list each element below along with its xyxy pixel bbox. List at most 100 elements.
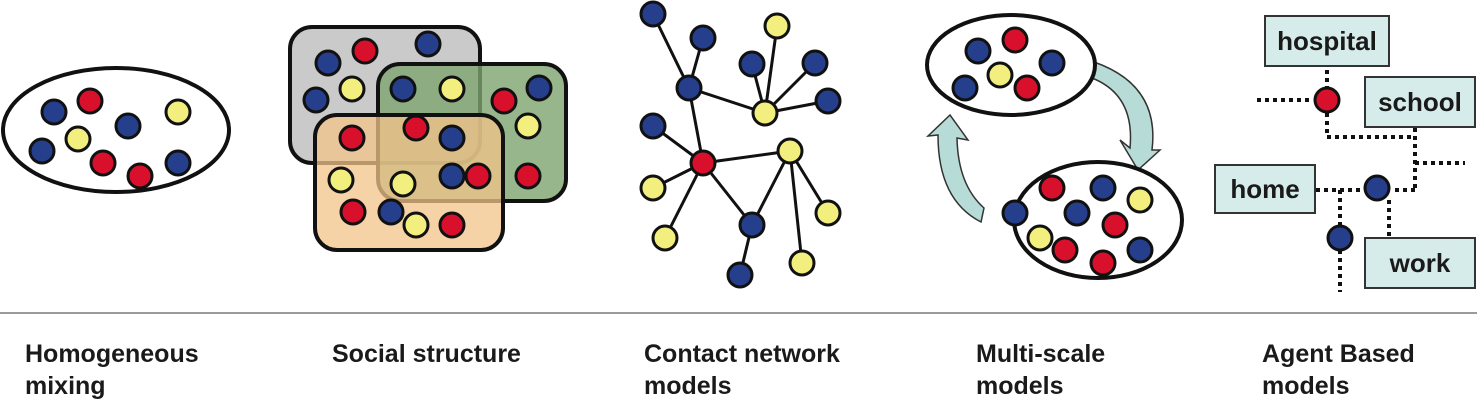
person-blue [1089, 174, 1117, 202]
network-edge [763, 25, 779, 114]
location-label: hospital [1277, 26, 1377, 56]
arrow-up-left-icon [925, 113, 985, 224]
figure-canvas: hospital school home work [1, 0, 1476, 292]
network-edge [788, 150, 804, 264]
location-hospital: hospital [1264, 15, 1390, 67]
caption-line: models [644, 372, 732, 400]
caption-line: mixing [25, 372, 106, 400]
agent-blue [1363, 174, 1391, 202]
person-red [490, 87, 518, 115]
person-blue [414, 30, 442, 58]
network-node-blue [801, 49, 829, 77]
network-node-blue [675, 74, 703, 102]
person-yellow [1126, 186, 1154, 214]
person-yellow [514, 112, 542, 140]
caption-line: models [976, 372, 1064, 400]
person-blue [964, 37, 992, 65]
network-node-blue [726, 261, 754, 289]
network-edge [702, 149, 791, 165]
caption-multi-scale: Multi-scale models [976, 338, 1105, 402]
person-yellow [327, 166, 355, 194]
person-yellow [1026, 224, 1054, 252]
network-node-blue [639, 112, 667, 140]
network-node-blue [689, 24, 717, 52]
network-edge [750, 150, 792, 226]
network-node-yellow [776, 137, 804, 165]
person-red [514, 162, 542, 190]
person-yellow [389, 170, 417, 198]
person-red [1013, 74, 1041, 102]
person-red [402, 114, 430, 142]
arrow-down-right-icon [1091, 60, 1162, 172]
person-yellow [402, 211, 430, 239]
person-red [126, 162, 154, 190]
person-yellow [438, 75, 466, 103]
location-label: school [1378, 87, 1462, 117]
person-blue [314, 49, 342, 77]
person-blue [389, 75, 417, 103]
person-yellow [338, 75, 366, 103]
caption-line: Contact network [644, 340, 840, 368]
person-blue [438, 124, 466, 152]
person-blue [40, 98, 68, 126]
caption-line: Multi-scale [976, 340, 1106, 368]
person-blue [951, 74, 979, 102]
caption-homogeneous-mixing: Homogeneous mixing [25, 338, 199, 402]
person-yellow [986, 61, 1014, 89]
person-red [1089, 249, 1117, 277]
caption-line: Homogeneous [25, 340, 199, 368]
network-edge [651, 13, 691, 89]
location-label: home [1230, 174, 1299, 204]
network-node-yellow [814, 199, 842, 227]
person-blue [28, 137, 56, 165]
network-node-red [689, 149, 717, 177]
person-red [76, 87, 104, 115]
location-box [1264, 15, 1390, 67]
location-box [1214, 164, 1316, 214]
caption-line: Social structure [332, 340, 521, 368]
location-work: work [1364, 237, 1476, 289]
person-blue [1126, 236, 1154, 264]
person-blue [164, 149, 192, 177]
person-blue [302, 86, 330, 114]
network-node-yellow [751, 99, 779, 127]
person-red [339, 198, 367, 226]
location-label: work [1389, 248, 1451, 278]
location-box [1364, 237, 1476, 289]
person-blue [438, 162, 466, 190]
person-blue [1038, 49, 1066, 77]
network-node-yellow [651, 224, 679, 252]
person-blue [525, 74, 553, 102]
person-red [1051, 236, 1079, 264]
caption-line: Agent Based [1262, 340, 1415, 368]
caption-agent-based: Agent Based models [1262, 338, 1415, 402]
person-blue [114, 112, 142, 140]
person-yellow [164, 98, 192, 126]
agent-red [1313, 86, 1341, 114]
person-yellow [64, 125, 92, 153]
person-blue [377, 198, 405, 226]
network-node-yellow [788, 249, 816, 277]
person-red [464, 162, 492, 190]
caption-line: models [1262, 372, 1350, 400]
network-node-blue [738, 50, 766, 78]
agent-blue [1326, 224, 1354, 252]
caption-social-structure: Social structure [332, 338, 521, 370]
location-home: home [1214, 164, 1316, 214]
person-red [338, 124, 366, 152]
network-edge [663, 162, 705, 239]
person-red [438, 211, 466, 239]
network-node-blue [814, 87, 842, 115]
person-red [1001, 26, 1029, 54]
person-red [89, 149, 117, 177]
person-blue [1001, 199, 1029, 227]
person-red [1038, 174, 1066, 202]
location-box [1364, 76, 1476, 128]
network-node-yellow [639, 174, 667, 202]
caption-contact-network: Contact network models [644, 338, 840, 402]
person-red [351, 37, 379, 65]
network-node-blue [738, 211, 766, 239]
person-red [1101, 211, 1129, 239]
location-school: school [1364, 76, 1476, 128]
divider-line [0, 312, 1477, 314]
